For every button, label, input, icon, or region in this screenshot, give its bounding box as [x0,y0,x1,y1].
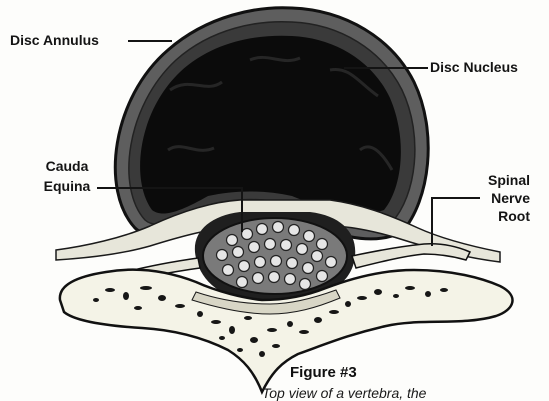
label-spinal-line3: Root [470,208,530,225]
label-disc-annulus: Disc Annulus [10,32,99,49]
figure-caption-title: Figure #3 [290,364,357,381]
figure-caption-text: Top view of a vertebra, the [262,385,426,401]
label-cauda-line1: Cauda [34,158,100,175]
label-spinal-line1: Spinal [470,172,530,189]
right-nerve-root [352,244,470,268]
label-disc-nucleus: Disc Nucleus [430,59,518,76]
label-spinal-line2: Nerve [470,190,530,207]
label-cauda-line2: Equina [34,178,100,195]
